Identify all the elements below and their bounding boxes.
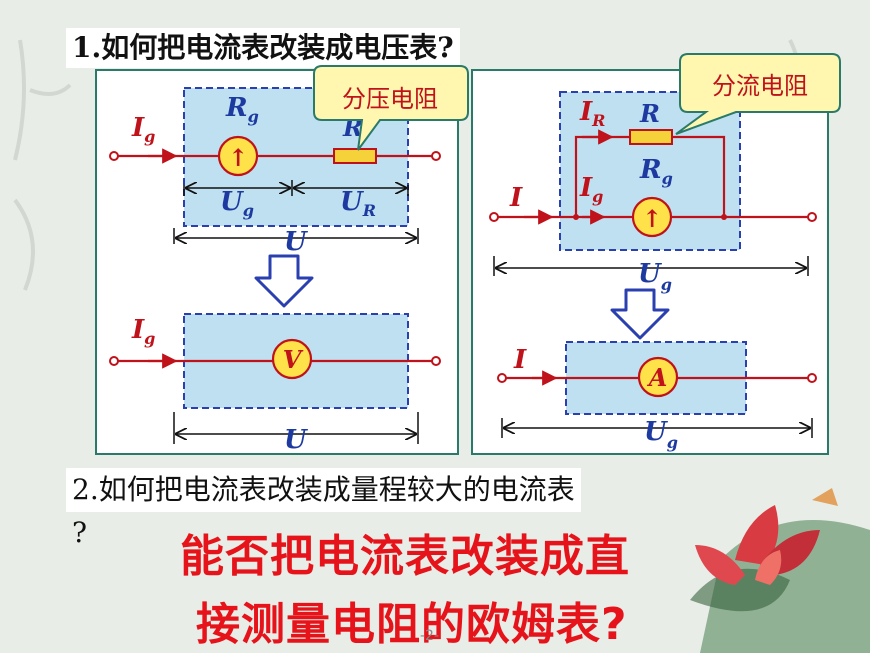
page-number: -2- [420, 628, 440, 644]
ohmmeter-question-line-2: 接测量电阻的欧姆表? [196, 599, 628, 650]
lotus-decoration [690, 488, 870, 653]
ammeter-symbol [637, 356, 679, 398]
label-u: U [284, 227, 308, 257]
callout-text: 分压电阻 [342, 85, 438, 113]
label-i-right: I [509, 183, 523, 213]
ohmmeter-question-line-1: 能否把电流表改装成直 [180, 531, 630, 582]
question-2-continuation: ? [72, 516, 88, 549]
callout-text-right: 分流电阻 [712, 72, 808, 100]
label-ig-2: Ig [131, 315, 155, 348]
label-ur: UR [340, 187, 376, 220]
galvanometer-arrow-right: ↑ [642, 204, 662, 233]
question-2-title: 2.如何把电流表改装成量程较大的电流表 [66, 468, 581, 512]
label-i-right-2: I [513, 345, 527, 375]
question-1-title: 1.如何把电流表改装成电压表? [66, 28, 460, 68]
galvanometer-arrow: ↑ [228, 143, 248, 172]
label-r-right: R [639, 99, 660, 128]
label-ug-right-2: Ug [644, 417, 678, 452]
galvanometer-symbol-right [631, 196, 673, 238]
right-panel: ↑ IR R Rg Ig I Ug A I Ug 分流电阻 [471, 53, 841, 455]
left-panel: ↑ Ig Rg R Ug UR U V Ig U [95, 65, 469, 455]
shunt-resistor [629, 129, 673, 145]
callout-bubble-right [675, 53, 841, 135]
label-ir: IR [579, 97, 605, 130]
label-rg-right: Rg [639, 155, 673, 188]
voltmeter-symbol [271, 338, 313, 380]
label-rg: Rg [225, 93, 259, 126]
voltmeter-letter: V [283, 345, 304, 374]
label-ig: Ig [131, 113, 155, 146]
label-ug: Ug [220, 187, 254, 220]
label-u-2: U [284, 425, 308, 455]
down-arrow-icon [254, 254, 314, 308]
label-ug-right: Ug [638, 259, 672, 294]
callout-bubble [313, 65, 469, 151]
galvanometer-symbol [217, 135, 259, 177]
down-arrow-icon-right [610, 288, 670, 340]
label-ig-right: Ig [579, 173, 603, 206]
series-resistor [333, 148, 377, 164]
ammeter-letter: A [647, 363, 668, 392]
